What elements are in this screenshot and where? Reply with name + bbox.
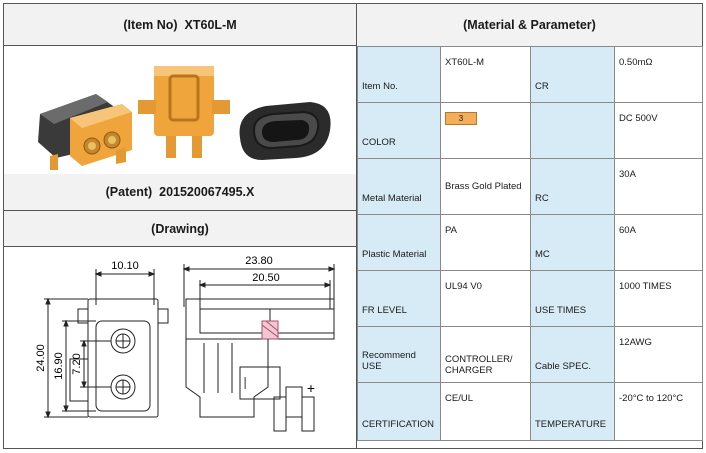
black-cap-image [239,102,331,160]
param-value-color: 3 [440,102,531,159]
table-row: Recommend USE CONTROLLER/ CHARGER Cable … [357,326,703,383]
param-label: COLOR [357,102,441,159]
left-panel: (Item No) XT60L-M [4,4,357,448]
technical-drawing: 10.10 23.80 20.50 24.00 16.90 7.20 — + [4,247,356,448]
color-swatch: 3 [445,112,477,125]
material-parameter-header: (Material & Parameter) [357,4,702,47]
dim-length-inner: 20.50 [252,272,280,284]
drawing-label: (Drawing) [151,221,209,236]
patent-value: 201520067495.X [159,185,255,199]
param-value: PA [440,214,531,271]
table-row: COLOR 3 DC 500V [357,102,703,159]
param-label: Metal Material [357,158,441,215]
polarity-plus-mark: + [307,380,315,396]
dim-inner-height: 16.90 [53,352,65,380]
dim-front-width: 10.10 [111,260,139,272]
param-label: Cable SPEC. [530,326,615,383]
param-value: 30A [614,158,703,215]
patent-header: (Patent) 201520067495.X [4,174,356,211]
param-label: CERTIFICATION [357,382,441,441]
item-number-header: (Item No) XT60L-M [4,4,356,46]
param-label: TEMPERATURE [530,382,615,441]
item-number-value: XT60L-M [184,17,237,32]
param-label: MC [530,214,615,271]
connector-with-cap-image [38,94,132,170]
param-value: Brass Gold Plated [440,158,531,215]
param-label: FR LEVEL [357,270,441,327]
param-label [530,102,615,159]
item-number-label: (Item No) [123,17,178,32]
dim-length-total: 23.80 [245,255,273,267]
product-spec-sheet: (Item No) XT60L-M [3,3,703,449]
table-row: Metal Material Brass Gold Plated RC 30A [357,158,703,215]
param-value: UL94 V0 [440,270,531,327]
param-label: USE TIMES [530,270,615,327]
param-label: RC [530,158,615,215]
table-row: Item No. XT60L-M CR 0.50mΩ [357,46,703,103]
dim-total-height: 24.00 [35,344,47,372]
param-value: CONTROLLER/ CHARGER [440,326,531,383]
param-value: 12AWG [614,326,703,383]
patent-label: (Patent) [105,185,153,199]
connector-photo-illustration [38,66,331,170]
param-value: 1000 TIMES [614,270,703,327]
table-row: Plastic Material PA MC 60A [357,214,703,271]
param-value: -20°C to 120°C [614,382,703,441]
param-value: 60A [614,214,703,271]
table-row: CERTIFICATION CE/UL TEMPERATURE -20°C to… [357,382,703,441]
drawing-header: (Drawing) [4,211,356,247]
parameter-table: Item No. XT60L-M CR 0.50mΩ COLOR 3 DC 50… [357,46,703,441]
product-photo [4,46,356,175]
dimension-drawing: 10.10 23.80 20.50 24.00 16.90 7.20 — + [35,255,336,432]
param-label: CR [530,46,615,103]
right-panel: (Material & Parameter) Item No. XT60L-M … [357,4,703,448]
connector-front-image [138,66,230,158]
param-value: DC 500V [614,102,703,159]
param-value: XT60L-M [440,46,531,103]
dim-pin-pitch: 7.20 [71,353,83,374]
param-label: Plastic Material [357,214,441,271]
param-label: Item No. [357,46,441,103]
material-parameter-title: (Material & Parameter) [463,18,596,32]
param-value: 0.50mΩ [614,46,703,103]
param-value: CE/UL [440,382,531,441]
table-row: FR LEVEL UL94 V0 USE TIMES 1000 TIMES [357,270,703,327]
polarity-minus-mark: — [237,377,251,389]
param-label: Recommend USE [357,326,441,383]
